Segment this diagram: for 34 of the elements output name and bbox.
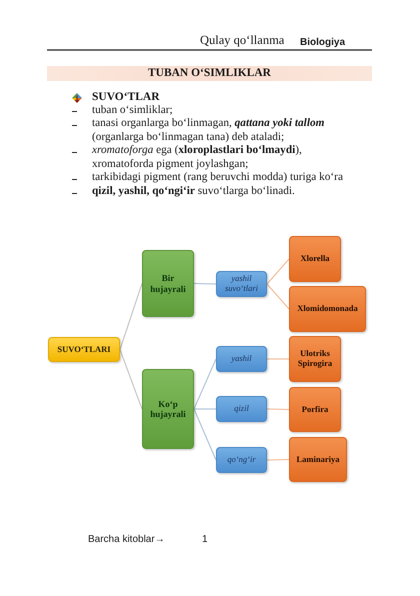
- genus-box: Porfira: [289, 387, 341, 432]
- connector-line: [266, 258, 290, 284]
- title-banner: TUBAN O‘SIMLIKLAR: [47, 66, 372, 81]
- connector-line: [266, 408, 290, 410]
- genus-box: Xlomidomonada: [289, 286, 366, 332]
- genus-box: Ulotriks Spirogira: [289, 336, 341, 382]
- page-text: Biologiya: [300, 36, 346, 50]
- topic-box: SUVO‘TLARI: [48, 337, 120, 362]
- connector-line: [120, 349, 142, 410]
- list-item-text: tanasi organlarga bo‘linmagan, qattana yoki tallom (organlarga bo‘linmagan tana) deb ataladi;: [92, 117, 326, 144]
- page-text: 1: [202, 533, 208, 546]
- list-item-text: xromatoforga ega (xloroplastlari bo‘lmaydi), xromatoforda pigment joylashgan;: [92, 144, 303, 171]
- list-heading: SUVO‘TLAR: [92, 91, 160, 104]
- page-text: Barcha kitoblar→: [88, 533, 165, 546]
- group-box: qizil: [216, 396, 267, 422]
- list-item-text: tuban o‘simliklar;: [92, 104, 174, 117]
- connector-line: [266, 459, 290, 460]
- list-item-text: qizil, yashil, qo‘ngi‘ir suvo‘tlarga bo‘linadi.: [92, 185, 296, 198]
- connector-line: [120, 283, 142, 350]
- genus-box: Xlorella: [289, 236, 341, 282]
- group-box: yashil: [216, 346, 267, 372]
- connector-line: [266, 284, 290, 310]
- connector-line: [266, 358, 290, 360]
- connector-line: [194, 408, 216, 410]
- list-item-text: tarkibidagi pigment (rang beruvchi modda) turiga ko‘ra: [92, 171, 344, 184]
- group-box: qo‘ng‘ir: [216, 447, 267, 473]
- category-box: Bir hujayrali: [142, 250, 194, 317]
- genus-box: Laminariya: [289, 437, 347, 482]
- connector-line: [194, 283, 216, 284]
- category-box: Ko‘p hujayrali: [142, 369, 194, 449]
- connector-line: [194, 358, 216, 410]
- page-text: Qulay qo‘llanma: [200, 34, 284, 48]
- connector-line: [194, 408, 216, 460]
- group-box: yashil suvo‘tlari: [216, 271, 267, 297]
